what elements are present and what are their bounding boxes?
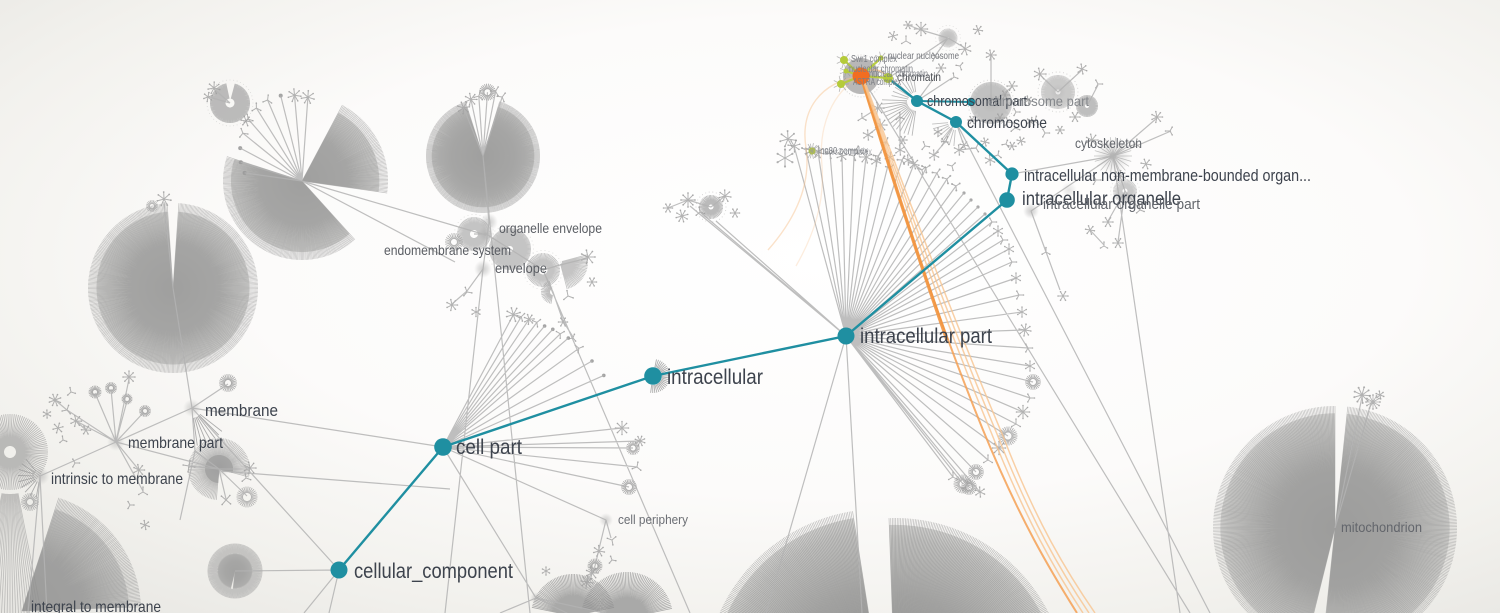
svg-text:Swr1 complex: Swr1 complex [851,54,897,65]
svg-text:cell periphery: cell periphery [618,512,688,527]
svg-text:intracellular organelle part: intracellular organelle part [1043,196,1201,213]
svg-text:chromosome: chromosome [967,115,1047,132]
svg-text:mitochondrion: mitochondrion [1341,519,1422,535]
svg-text:chromosomal part: chromosomal part [927,93,1028,110]
svg-text:chromatin: chromatin [897,70,941,84]
svg-text:organelle envelope: organelle envelope [499,220,602,236]
svg-text:nucleolar chromatin: nucleolar chromatin [849,64,913,75]
svg-text:intrinsic to membrane: intrinsic to membrane [51,471,183,488]
svg-text:nuclear chromatin: nuclear chromatin [869,69,928,80]
svg-text:nuclear nucleosome: nuclear nucleosome [888,50,959,62]
svg-text:intracellular organelle: intracellular organelle [1022,189,1181,210]
svg-text:membrane: membrane [205,401,278,420]
svg-text:chromosome part: chromosome part [988,93,1089,109]
svg-text:cytoskeleton: cytoskeleton [1075,135,1142,151]
svg-text:envelope: envelope [495,260,547,276]
svg-text:intracellular: intracellular [667,365,763,389]
svg-text:membrane part: membrane part [128,435,223,452]
svg-text:Swc2 complex: Swc2 complex [824,147,872,158]
svg-text:cell part: cell part [456,436,522,459]
svg-text:intracellular part: intracellular part [860,325,992,348]
svg-text:cellular_component: cellular_component [354,560,513,583]
svg-text:intracellular non-membrane-bou: intracellular non-membrane-bounded organ… [1024,167,1311,185]
svg-text:endomembrane system: endomembrane system [384,242,511,258]
svg-text:Ino80 complex: Ino80 complex [818,146,868,157]
svg-text:integral to membrane: integral to membrane [31,599,161,613]
svg-text:ASTRA complex: ASTRA complex [853,77,901,88]
